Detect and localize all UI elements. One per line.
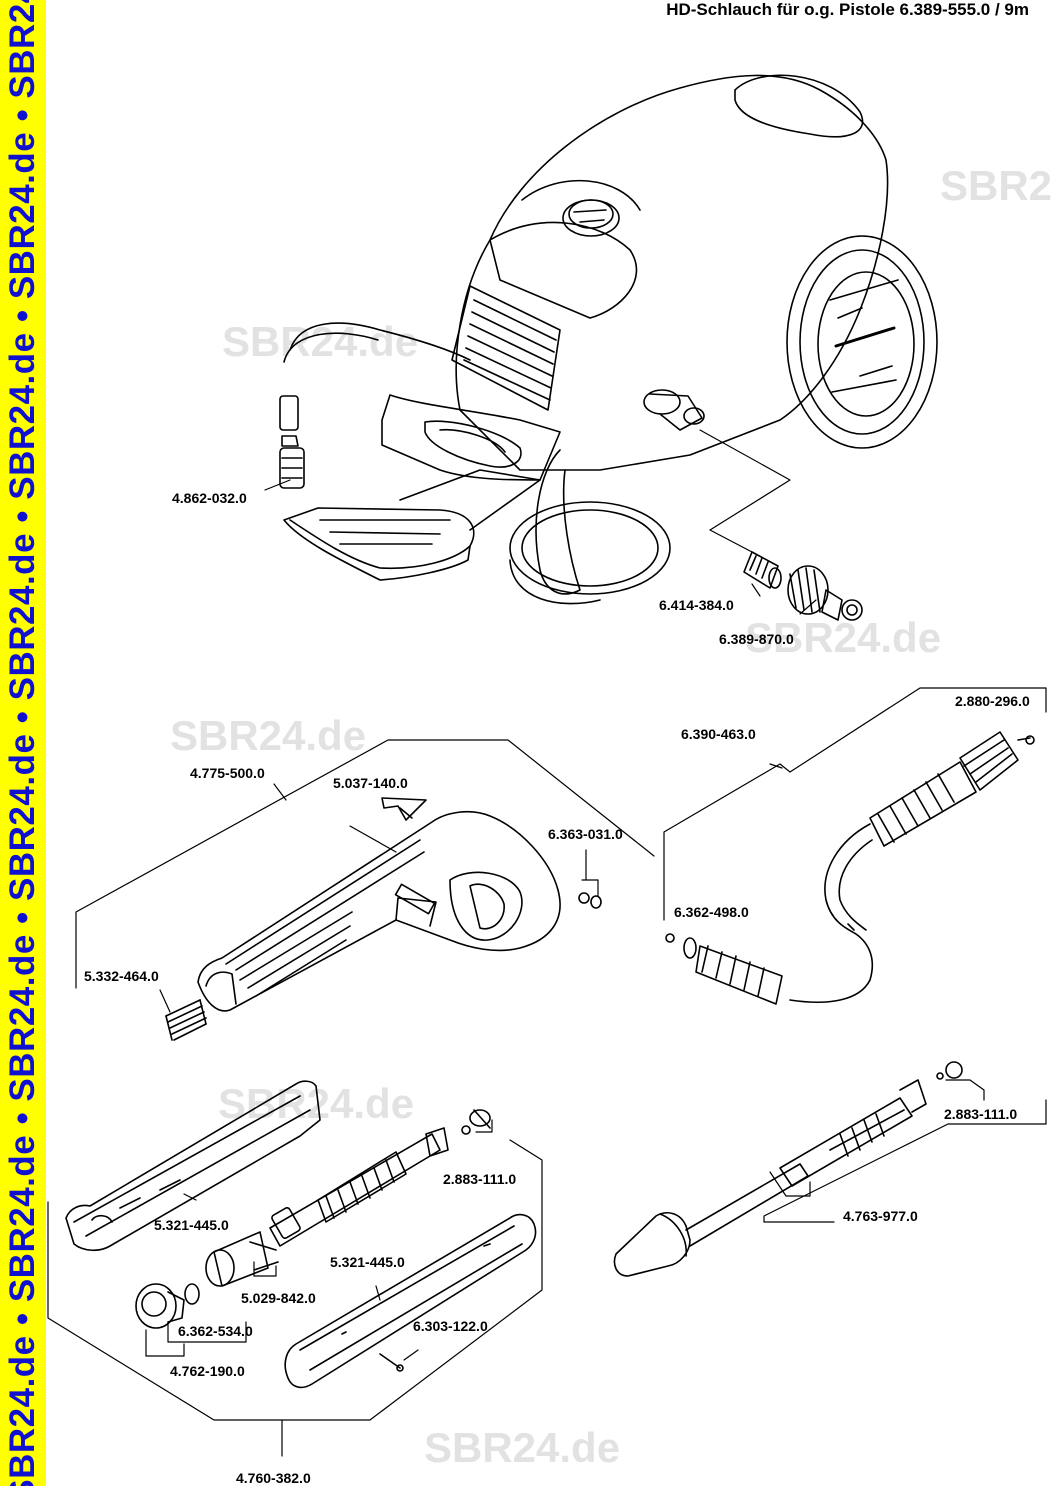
label-lance-housing: 5.321-445.0: [154, 1217, 229, 1233]
label-valve-part: 5.029-842.0: [241, 1290, 316, 1306]
watermark: SBR24.de: [745, 614, 942, 661]
label-clip: 5.037-140.0: [333, 775, 408, 791]
label-lance-housing-2: 5.321-445.0: [330, 1254, 405, 1270]
label-hose: 6.390-463.0: [681, 726, 756, 742]
watermark: SBR24.de: [170, 712, 367, 759]
label-lance-cap: 2.883-111.0: [443, 1171, 517, 1187]
label-filter: 4.862-032.0: [172, 490, 247, 506]
label-hose-oring-bottom: 6.362-498.0: [674, 904, 749, 920]
lance-group: [47, 1080, 543, 1457]
label-nipple: 6.414-384.0: [659, 597, 734, 613]
detergent-drawer: [283, 469, 541, 581]
side-strip: SBR24.de • SBR24.de • SBR24.de • SBR24.d…: [0, 0, 46, 1486]
label-nozzle-set: 4.762-190.0: [170, 1363, 245, 1379]
label-gun: 4.775-500.0: [190, 765, 265, 781]
high-pressure-hose: [663, 687, 1047, 1005]
watermark: SBR24.de: [424, 1424, 621, 1471]
spray-gun-group: [75, 739, 655, 1041]
watermark: SBR24.de: [940, 162, 1051, 209]
label-hose-oring-top: 2.880-296.0: [955, 693, 1030, 709]
label-coupling: 6.389-870.0: [719, 631, 794, 647]
label-lance-set: 4.760-382.0: [236, 1470, 311, 1486]
connection-nipple: [743, 551, 782, 589]
label-screw: 6.303-122.0: [413, 1318, 488, 1334]
dirt-blaster-lance: [613, 1061, 1047, 1277]
page-title: HD-Schlauch für o.g. Pistole 6.389-555.0…: [666, 0, 1029, 19]
label-oring-nozzle: 6.362-534.0: [178, 1323, 253, 1339]
label-spray-cap: 2.883-111.0: [944, 1106, 1018, 1122]
watermark: SBR24.de: [222, 318, 419, 365]
label-dirt-blaster: 4.763-977.0: [843, 1208, 918, 1224]
label-small-parts: 6.363-031.0: [548, 826, 623, 842]
pressure-washer-machine: [283, 74, 938, 605]
inlet-filter: [279, 395, 305, 489]
label-spring: 5.332-464.0: [84, 968, 159, 984]
hose-coupling: [787, 565, 863, 621]
